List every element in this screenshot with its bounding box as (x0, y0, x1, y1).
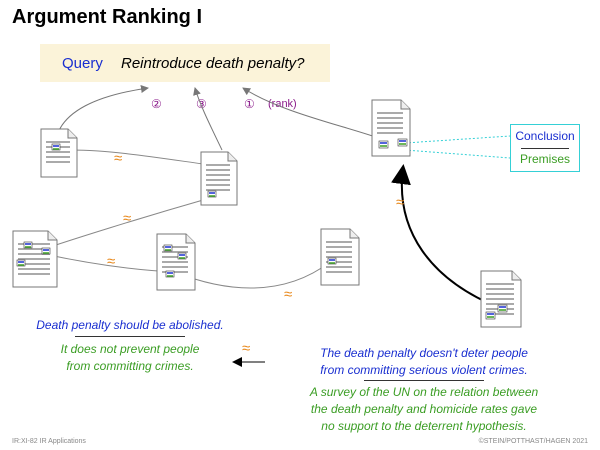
rank-2-marker: ② (151, 97, 162, 111)
left-argument-conclusion: Death penalty should be abolished. (36, 318, 224, 332)
right-argument-divider (364, 380, 484, 381)
right-argument-premise-line-3: no support to the deterrent hypothesis. (321, 419, 527, 433)
left-argument-divider (75, 336, 185, 337)
similarity-marker: ≈ (284, 286, 293, 303)
support-arrow (391, 164, 501, 309)
right-argument-premise-line-1: A survey of the UN on the relation betwe… (309, 385, 539, 399)
similarity-marker: ≈ (107, 253, 116, 270)
similarity-link-1 (71, 149, 204, 165)
right-argument-conclusion-line-2: from committing serious violent crimes. (320, 363, 528, 377)
right-argument-conclusion-line-1: The death penalty doesn't deter people (320, 346, 528, 360)
right-argument-premise-line-2: the death penalty and homicide rates gav… (310, 402, 538, 416)
query-label: Query (62, 55, 103, 72)
legend-premises: Premises (519, 152, 570, 166)
legend-link-premises (404, 149, 511, 159)
footer-left: IR:XI-82 IR Applications (12, 438, 86, 445)
document-icon (320, 228, 360, 286)
legend-link-conclusion (404, 135, 511, 144)
document-icon (156, 233, 196, 291)
similarity-marker: ≈ (242, 340, 251, 357)
similarity-marker: ≈ (396, 194, 405, 211)
document-icon (371, 99, 411, 157)
similarity-marker: ≈ (114, 150, 123, 167)
similarity-link-4 (174, 261, 331, 289)
document-icon (480, 270, 522, 328)
left-argument-premise-line-1: It does not prevent people (60, 342, 200, 356)
similarity-marker: ≈ (123, 210, 132, 227)
rank-3-arrow (193, 87, 223, 151)
legend-divider (521, 148, 569, 149)
query-box (40, 44, 330, 82)
slide-title: Argument Ranking I (12, 6, 203, 28)
conclusion-premises-legend: Conclusion Premises (510, 124, 580, 172)
legend-conclusion: Conclusion (515, 129, 575, 143)
rank-label: (rank) (268, 98, 297, 110)
document-icon (12, 230, 58, 288)
footer-right: ©STEIN/POTTHAST/HAGEN 2021 (478, 438, 588, 445)
rank-1-marker: ① (244, 97, 255, 111)
query-text: Reintroduce death penalty? (121, 55, 305, 72)
left-argument-premise-line-2: from committing crimes. (66, 359, 194, 373)
document-icon (40, 128, 78, 178)
document-icon (200, 151, 238, 206)
